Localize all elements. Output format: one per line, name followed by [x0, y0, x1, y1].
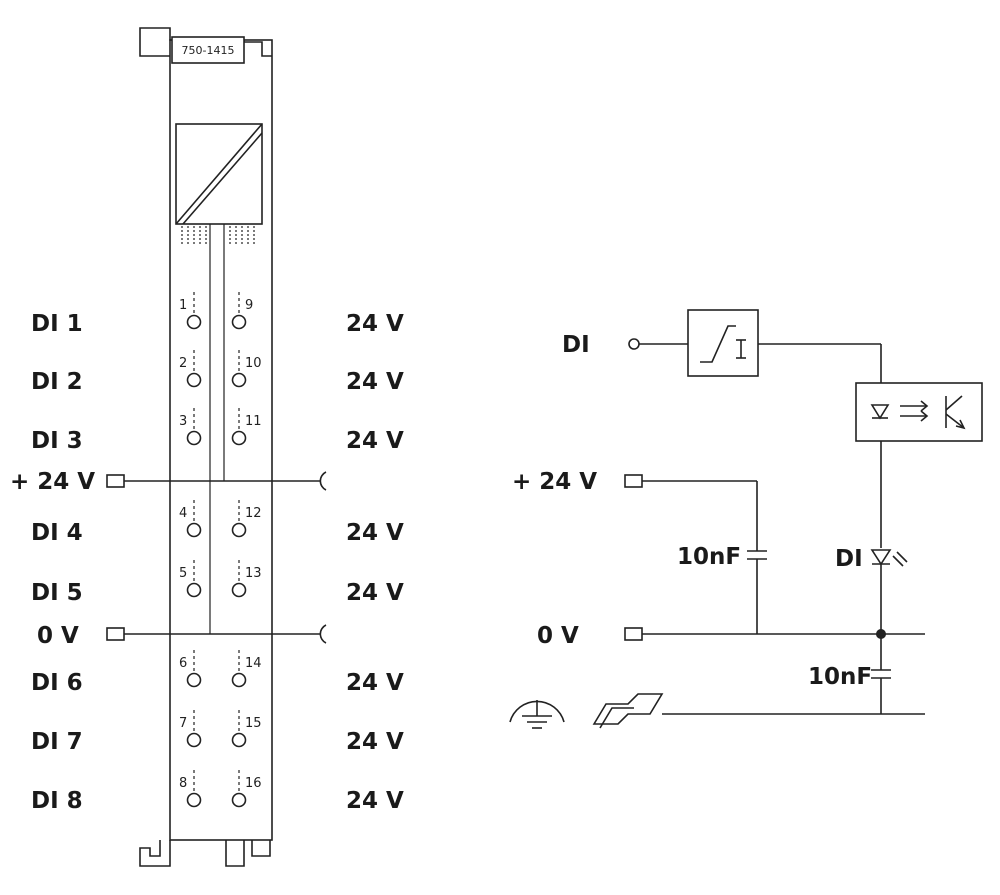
schematic-24v-label: + 24 V [512, 469, 597, 495]
label-di-6: DI 6 [31, 670, 83, 696]
din-rail-icon [592, 693, 925, 729]
terminal-contact-10: 10 [231, 350, 262, 388]
label-24v-4: 24 V [346, 520, 404, 546]
terminal-contact-13: 13 [231, 560, 262, 598]
label-24v-5: 24 V [346, 580, 404, 606]
pin-number: 4 [179, 506, 187, 521]
terminal-contact-15: 15 [231, 710, 262, 748]
terminal-block: 1 9 2 10 3 11 4 12 5 13 6 14 7 15 8 16 [179, 292, 262, 808]
terminal-contact-14: 14 [231, 650, 262, 688]
supply-rail-0v [106, 624, 327, 644]
label-24v-6: 24 V [346, 670, 404, 696]
internal-bus [181, 224, 255, 634]
input-path: DI [562, 309, 882, 383]
part-number-box: 750-1415 [171, 36, 245, 64]
terminal-contact-7: 7 [179, 710, 202, 748]
label-24v-3: 24 V [346, 428, 404, 454]
pin-number: 15 [245, 716, 262, 731]
terminal-contact-16: 16 [231, 770, 262, 808]
right-labels: 24 V 24 V 24 V 24 V 24 V 24 V 24 V 24 V [346, 311, 404, 814]
pin-number: 14 [245, 656, 262, 671]
label-24v-2: 24 V [346, 369, 404, 395]
led-label: DI [835, 546, 863, 572]
terminal-contact-8: 8 [179, 770, 202, 808]
pin-number: 16 [245, 776, 262, 791]
ground-0v-path: 0 V 10nF [537, 623, 925, 714]
schematic-0v-label: 0 V [537, 623, 579, 649]
terminal-contact-6: 6 [179, 650, 202, 688]
pin-number: 5 [179, 566, 187, 581]
terminal-contact-12: 12 [231, 500, 262, 538]
pin-number: 9 [245, 298, 253, 313]
label-di-7: DI 7 [31, 729, 83, 755]
terminal-contact-1: 1 [179, 292, 202, 330]
capacitor-1-label: 10nF [677, 544, 741, 570]
pin-number: 8 [179, 776, 187, 791]
label-di-1: DI 1 [31, 311, 83, 337]
pin-number: 3 [179, 414, 187, 429]
pin-number: 12 [245, 506, 262, 521]
pin-number: 2 [179, 356, 187, 371]
label-24v-8: 24 V [346, 788, 404, 814]
terminal-contact-2: 2 [179, 350, 202, 388]
earth-ground-icon [509, 700, 565, 729]
converter-icon [175, 123, 263, 225]
pin-number: 10 [245, 356, 262, 371]
label-plus-24v: + 24 V [10, 469, 95, 495]
terminal-contact-5: 5 [179, 560, 202, 598]
terminal-contact-11: 11 [231, 408, 262, 446]
pin-number: 11 [245, 414, 262, 429]
optocoupler-icon [855, 382, 983, 548]
led-indicator: DI [835, 546, 908, 634]
label-di-4: DI 4 [31, 520, 83, 546]
part-number: 750-1415 [182, 44, 235, 57]
label-di-2: DI 2 [31, 369, 83, 395]
capacitor-2-label: 10nF [808, 664, 872, 690]
label-di-8: DI 8 [31, 788, 83, 814]
pin-number: 7 [179, 716, 187, 731]
input-filter-box [687, 309, 759, 377]
pin-number: 1 [179, 298, 187, 313]
label-24v-7: 24 V [346, 729, 404, 755]
supply-rail-24v [106, 471, 327, 491]
left-labels: DI 1 DI 2 DI 3 + 24 V DI 4 DI 5 0 V DI 6… [10, 311, 95, 814]
pin-number: 6 [179, 656, 187, 671]
label-0v: 0 V [37, 623, 79, 649]
pin-number: 13 [245, 566, 262, 581]
label-di-5: DI 5 [31, 580, 83, 606]
terminal-contact-3: 3 [179, 408, 202, 446]
terminal-contact-4: 4 [179, 500, 202, 538]
supply-24v-path: + 24 V 10nF [512, 469, 767, 634]
label-24v-1: 24 V [346, 311, 404, 337]
schematic-di-label: DI [562, 332, 590, 358]
module-housing [139, 27, 273, 867]
label-di-3: DI 3 [31, 428, 83, 454]
terminal-contact-9: 9 [231, 292, 253, 330]
